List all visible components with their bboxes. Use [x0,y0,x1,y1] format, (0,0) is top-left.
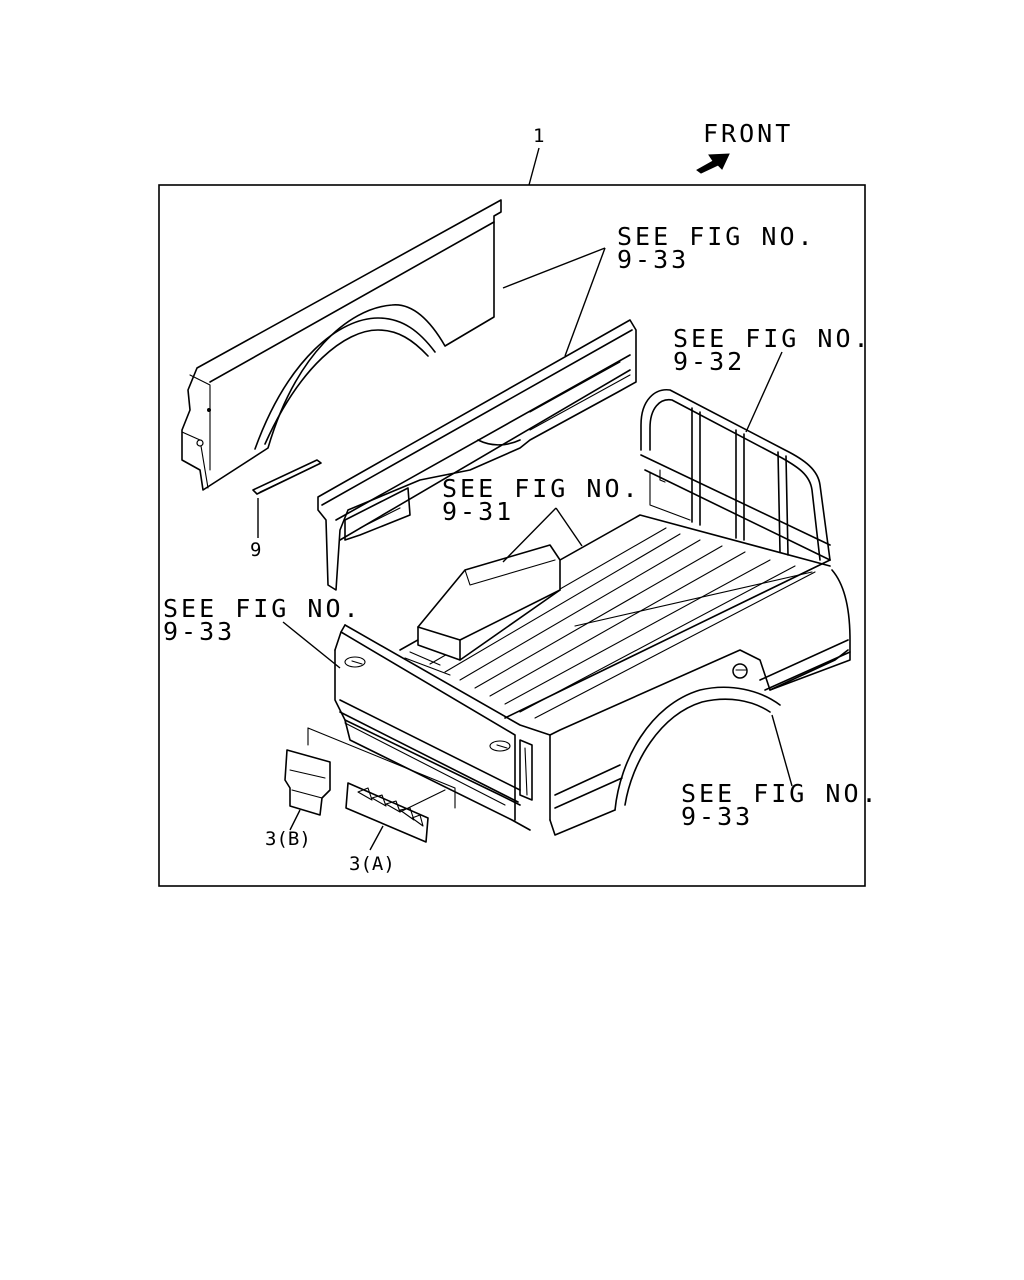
callout-fig-9-33-right: SEE FIG NO. 9-33 [681,714,880,831]
front-headboard-rack [640,389,831,561]
part-3a-label: 3(A) [349,853,395,875]
svg-text:SEE FIG NO.: SEE FIG NO. [163,594,362,623]
svg-text:9-33: 9-33 [163,617,235,646]
front-label: FRONT [703,119,793,148]
callout-fig-9-31: SEE FIG NO. 9-31 [442,474,641,563]
svg-text:9-32: 9-32 [673,347,745,376]
part-3a-plate [345,782,429,843]
left-outer-side-panel [181,199,502,491]
svg-text:SEE FIG NO.: SEE FIG NO. [442,474,641,503]
inner-left-side-panel [317,319,637,591]
part-3b-bracket [284,749,331,816]
part-3-exploded-guides [307,727,456,813]
part-9-label: 9 [250,539,261,561]
svg-text:SEE FIG NO.: SEE FIG NO. [673,324,872,353]
callout-fig-9-33-left: SEE FIG NO. 9-33 [163,594,362,669]
diagram-frame [158,184,866,887]
wheel-housing-box [404,544,561,676]
callout-fig-9-33-top: SEE FIG NO. 9-33 [502,222,816,357]
svg-text:9-33: 9-33 [681,802,753,831]
part-3a-leader [369,825,384,851]
part-1-leader [528,147,540,186]
truck-bed-body [334,514,851,836]
part-3b-label: 3(B) [265,828,311,850]
callout-fig-9-32: SEE FIG NO. 9-32 [673,324,872,433]
svg-text:SEE FIG NO.: SEE FIG NO. [617,222,816,251]
svg-text:9-31: 9-31 [442,497,514,526]
svg-text:SEE FIG NO.: SEE FIG NO. [681,779,880,808]
svg-text:9-33: 9-33 [617,245,689,274]
part-number-1: 1 [533,125,544,147]
part-9-strip [252,459,322,495]
part-3b-leader [289,809,301,831]
front-arrow-icon [696,153,730,174]
